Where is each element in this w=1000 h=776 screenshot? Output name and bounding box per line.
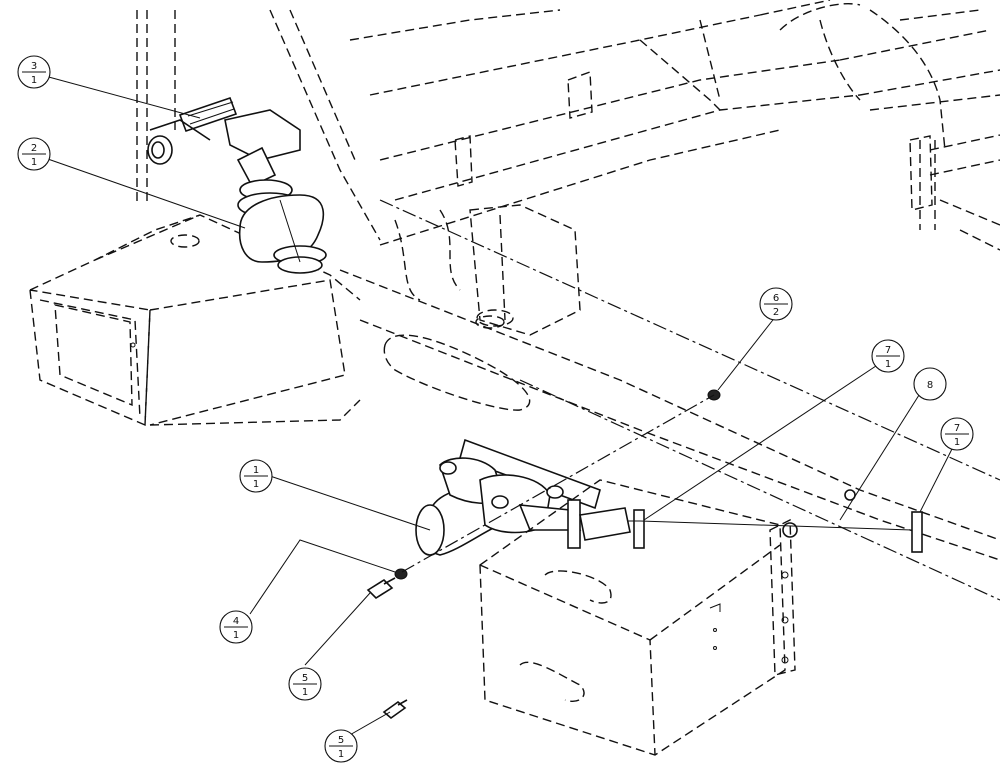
balloon-item-3: 3 1 <box>17 55 51 89</box>
leader-lines <box>44 75 954 741</box>
balloon-3-qty: 1 <box>31 75 37 86</box>
part-7-pin-a <box>633 509 645 549</box>
balloon-item-7-b: 7 1 <box>940 417 974 451</box>
part-5-bolt-b <box>382 700 407 720</box>
balloon-5b-item: 5 <box>338 735 344 746</box>
balloon-5b-qty: 1 <box>338 749 344 760</box>
balloon-item-4: 4 1 <box>219 610 253 644</box>
vehicle-frame-phantom <box>136 0 1000 601</box>
part-2-coupler <box>236 146 327 274</box>
part-7-pin-b <box>911 511 923 553</box>
balloon-5a-qty: 1 <box>302 687 308 698</box>
balloon-7a-qty: 1 <box>885 359 891 370</box>
balloon-4-qty: 1 <box>233 630 239 641</box>
balloon-item-6: 6 2 <box>759 287 793 321</box>
balloon-6-qty: 2 <box>773 307 779 318</box>
balloon-item-1: 1 1 <box>239 459 273 493</box>
balloon-item-5-a: 5 1 <box>288 667 322 701</box>
centerlines <box>401 394 913 573</box>
balloon-2-item: 2 <box>31 143 37 154</box>
balloon-1-item: 1 <box>253 465 259 476</box>
balloon-6-item: 6 <box>773 293 779 304</box>
hardware <box>366 389 923 720</box>
balloon-1-qty: 1 <box>253 479 259 490</box>
balloon-item-2: 2 1 <box>17 137 51 171</box>
part-1-coupling-assembly <box>415 438 631 556</box>
balloon-item-8: 8 <box>913 367 947 401</box>
balloon-2-qty: 1 <box>31 157 37 168</box>
balloon-4-item: 4 <box>233 616 239 627</box>
balloon-5a-item: 5 <box>302 673 308 684</box>
lower-box <box>479 479 796 756</box>
balloon-8-item: 8 <box>927 380 933 391</box>
balloon-item-7-a: 7 1 <box>871 339 905 373</box>
left-box-beam <box>29 214 361 427</box>
bracket-upper <box>147 109 301 165</box>
balloon-3-item: 3 <box>31 61 37 72</box>
balloon-7b-qty: 1 <box>954 437 960 448</box>
balloon-7b-item: 7 <box>954 423 960 434</box>
part-5-bolt-a <box>366 578 394 600</box>
balloon-item-5-b: 5 1 <box>324 729 358 763</box>
balloon-7a-item: 7 <box>885 345 891 356</box>
part-3-pin <box>178 96 238 133</box>
